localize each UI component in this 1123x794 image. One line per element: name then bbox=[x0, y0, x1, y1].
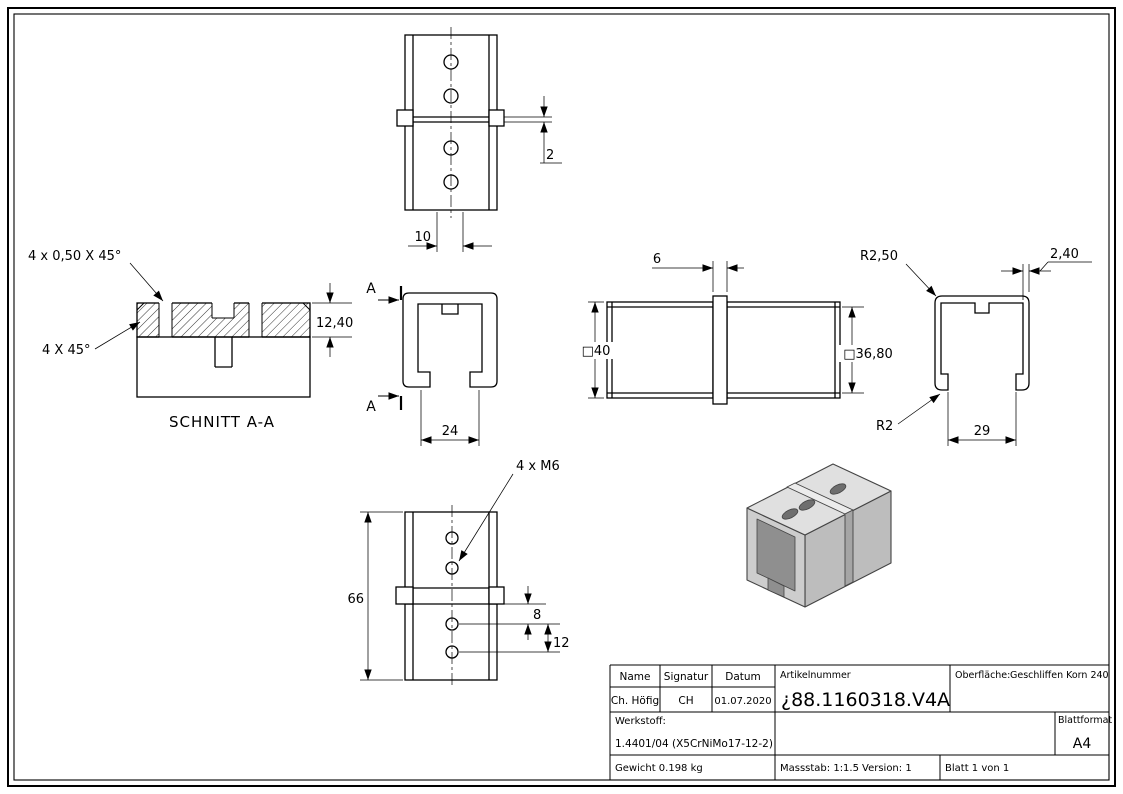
hole-circle bbox=[443, 54, 459, 70]
hole-circle bbox=[443, 88, 459, 104]
connector-band bbox=[712, 295, 728, 405]
dim-slot-width: 29 bbox=[974, 424, 991, 439]
tube-profile-outline bbox=[934, 295, 1030, 391]
thread-note: 4 x M6 bbox=[516, 459, 560, 474]
model-hole bbox=[829, 483, 847, 495]
dim-slot-width: 10 bbox=[414, 230, 431, 245]
chamfer-note-side: 4 X 45° bbox=[42, 343, 90, 358]
dim-hole-pitch: 12 bbox=[553, 636, 570, 651]
section-letter-top: A bbox=[366, 281, 376, 297]
dim-insert-height: 12,40 bbox=[316, 316, 353, 331]
model-slot bbox=[767, 577, 785, 598]
model-cavity bbox=[756, 518, 796, 592]
view-section-a-a: 12,40 4 x 0,50 X 45° 4 X 45° SCHNITT A-A bbox=[28, 249, 353, 431]
value-datum: 01.07.2020 bbox=[714, 696, 771, 707]
value-version: Version: 1 bbox=[862, 763, 912, 774]
header-datum: Datum bbox=[725, 671, 761, 683]
connector-tab-right bbox=[488, 109, 505, 127]
dim-inner-radius: R2 bbox=[876, 419, 893, 434]
connector-tab-left bbox=[396, 109, 414, 127]
tube-right bbox=[726, 301, 841, 399]
connector-tab-left bbox=[395, 586, 414, 605]
value-blattformat: A4 bbox=[1073, 736, 1092, 752]
insert-profile-outline bbox=[402, 292, 498, 388]
view-assembly-side: 6 □40 □36,80 bbox=[572, 252, 900, 405]
drawing-frame bbox=[7, 7, 1116, 787]
value-werkstoff: 1.4401/04 (X5CrNiMo17-12-2) bbox=[615, 738, 773, 750]
view-front-top: 2 10 bbox=[396, 27, 562, 252]
value-gewicht: Gewicht 0.198 kg bbox=[615, 763, 703, 774]
view-tube-profile: R2,50 2,40 R2 29 bbox=[860, 247, 1092, 446]
dim-outer-size: □40 bbox=[582, 344, 611, 359]
hole-circle bbox=[445, 645, 459, 659]
title-block-grid bbox=[609, 664, 1109, 780]
title-block: Name Signatur Datum Artikelnummer Oberfl… bbox=[609, 664, 1112, 780]
value-oberflaeche: Geschliffen Korn 240 bbox=[1010, 670, 1109, 681]
value-massstab: Massstab: 1:1.5 bbox=[780, 763, 859, 774]
value-blatt: Blatt 1 von 1 bbox=[945, 763, 1009, 774]
hole-circle bbox=[443, 140, 459, 156]
connector-tab-right bbox=[488, 586, 505, 605]
dim-outer-radius: R2,50 bbox=[860, 249, 898, 264]
section-lower-body bbox=[136, 336, 311, 398]
value-signatur: CH bbox=[678, 695, 693, 707]
dim-hole-offset: 8 bbox=[533, 608, 541, 623]
hole-circle bbox=[445, 617, 459, 631]
view-insert-profile: A A 24 bbox=[366, 281, 498, 446]
tube-left bbox=[606, 301, 714, 399]
header-signatur: Signatur bbox=[664, 671, 709, 683]
dim-wall-thickness: 2,40 bbox=[1050, 247, 1079, 262]
header-name: Name bbox=[620, 671, 651, 683]
article-number: ¿88.1160318.V4A bbox=[781, 689, 950, 711]
hole-circle bbox=[443, 174, 459, 190]
insert-tab bbox=[441, 304, 459, 315]
dim-insert-width: 24 bbox=[442, 424, 459, 439]
hole-circle bbox=[445, 531, 459, 545]
model-hole bbox=[781, 508, 799, 520]
header-oberflaeche: Oberfläche: bbox=[955, 670, 1010, 681]
model-hole bbox=[798, 499, 816, 511]
label-werkstoff: Werkstoff: bbox=[615, 716, 666, 727]
header-artikelnummer: Artikelnummer bbox=[780, 670, 851, 681]
dim-length: 66 bbox=[347, 592, 364, 607]
view-3d-model bbox=[746, 463, 892, 608]
dim-offset: 2 bbox=[546, 148, 554, 163]
hole-circle bbox=[445, 561, 459, 575]
view-front-bottom: 66 8 12 4 x M6 bbox=[344, 459, 570, 688]
chamfer-note-top: 4 x 0,50 X 45° bbox=[28, 249, 121, 264]
model-joint-band-side bbox=[844, 509, 854, 587]
tube-outline bbox=[404, 511, 498, 681]
dim-inner-size: □36,80 bbox=[843, 347, 893, 362]
section-title: SCHNITT A-A bbox=[169, 413, 275, 431]
value-name: Ch. Höfig bbox=[611, 695, 659, 707]
dim-connector-gap: 6 bbox=[653, 252, 661, 267]
section-letter-bottom: A bbox=[366, 399, 376, 415]
label-blattformat: Blattformat bbox=[1058, 715, 1112, 726]
